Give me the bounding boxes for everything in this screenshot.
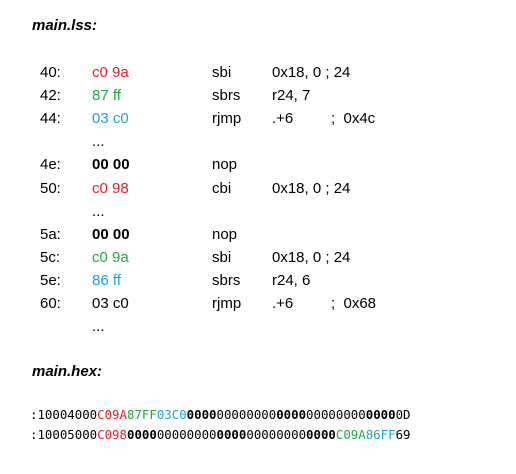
hex-heading: main.hex:: [32, 363, 103, 380]
hex-segment: 0000: [186, 407, 217, 422]
listing-row: 50: c0 98 cbi 0x18, 0 ; 24: [0, 178, 516, 200]
hex-segment: 0000: [126, 427, 157, 442]
row-operands: .+6: [272, 295, 294, 312]
row-bytes: c0 9a: [92, 248, 129, 266]
row-mnemonic: sbrs: [212, 87, 241, 105]
hex-segment: C098: [97, 427, 127, 442]
row-bytes: c0 98: [92, 179, 129, 197]
row-operands: 0x18, 0 ; 24: [272, 248, 351, 266]
row-operands: r24, 6: [272, 271, 311, 289]
row-address: 40:: [40, 64, 61, 81]
hex-segment: C09A: [335, 427, 366, 442]
row-bytes: 86 ff: [92, 271, 121, 289]
hex-segment: 00000000: [306, 407, 366, 422]
listing-row: 5a: 00 00 nop: [0, 224, 516, 246]
hex-segment: 0000: [216, 427, 247, 442]
hex-record-1: :10004000C09A87FF03C00000000000000000000…: [30, 407, 411, 423]
row-comment: ; 0x4c: [331, 110, 376, 128]
hex-segment: 00000000: [246, 427, 307, 442]
row-address: 5c:: [40, 248, 61, 266]
hex-segment: 0000: [276, 407, 307, 422]
listing-row: 5c: c0 9a sbi 0x18, 0 ; 24: [0, 247, 516, 269]
row-bytes: 00 00: [92, 225, 130, 243]
hex-segment: 00000000: [216, 407, 277, 422]
listing-row: 5e: 86 ff sbrs r24, 6: [0, 270, 516, 292]
row-mnemonic: cbi: [212, 179, 232, 197]
listing-row: 40: c0 9a sbi 0x18, 0 ; 24: [0, 62, 516, 84]
row-mnemonic: nop: [212, 156, 238, 174]
hex-segment: 87FF: [126, 407, 157, 422]
hex-segment: 0D: [395, 407, 411, 422]
row-operands: r24, 7: [272, 87, 311, 105]
hex-segment: 69: [395, 427, 411, 442]
row-bytes: 87 ff: [92, 87, 121, 105]
row-mnemonic: sbrs: [212, 271, 241, 289]
hex-segment: :10005000: [30, 427, 98, 442]
row-address: 4e:: [40, 156, 61, 174]
listing-row: 44: 03 c0 rjmp .+6 ; 0x4c: [0, 108, 516, 130]
hex-segment: :10004000: [30, 407, 98, 422]
row-mnemonic: sbi: [212, 64, 232, 81]
hex-segment: 0000: [365, 407, 396, 422]
row-mnemonic: sbi: [212, 248, 232, 266]
row-bytes: 00 00: [92, 156, 130, 174]
row-address: 5a:: [40, 225, 61, 243]
row-bytes: ...: [92, 202, 105, 220]
listing-row: 60: 03 c0 rjmp .+6 ; 0x68: [0, 293, 516, 315]
listing-row: ...: [0, 201, 516, 223]
listing-row: 42: 87 ff sbrs r24, 7: [0, 85, 516, 107]
hex-segment: 0000: [306, 427, 336, 442]
row-bytes: ...: [92, 318, 105, 336]
listing-row: ...: [0, 131, 516, 153]
hex-segment: 00000000: [156, 427, 217, 442]
lss-heading: main.lss:: [32, 17, 98, 34]
hex-segment: 03C0: [156, 407, 187, 422]
row-bytes: 03 c0: [92, 295, 129, 312]
row-mnemonic: nop: [212, 225, 238, 243]
hex-segment: 86FF: [365, 427, 396, 442]
hex-record-2: :10005000C098000000000000000000000000000…: [30, 427, 411, 443]
row-address: 44:: [40, 110, 61, 128]
row-address: 42:: [40, 87, 61, 105]
row-address: 5e:: [40, 271, 61, 289]
listing-row: 4e: 00 00 nop: [0, 154, 516, 176]
row-bytes: ...: [92, 133, 105, 151]
row-operands: 0x18, 0 ; 24: [272, 64, 351, 81]
row-mnemonic: rjmp: [212, 295, 242, 312]
row-address: 50:: [40, 179, 61, 197]
row-bytes: c0 9a: [92, 64, 129, 81]
listing-row: ...: [0, 316, 516, 338]
row-operands: .+6: [272, 110, 294, 128]
row-mnemonic: rjmp: [212, 110, 242, 128]
row-address: 60:: [40, 295, 61, 312]
row-bytes: 03 c0: [92, 110, 129, 128]
row-operands: 0x18, 0 ; 24: [272, 179, 351, 197]
row-comment: ; 0x68: [331, 295, 377, 312]
hex-segment: C09A: [97, 407, 127, 422]
